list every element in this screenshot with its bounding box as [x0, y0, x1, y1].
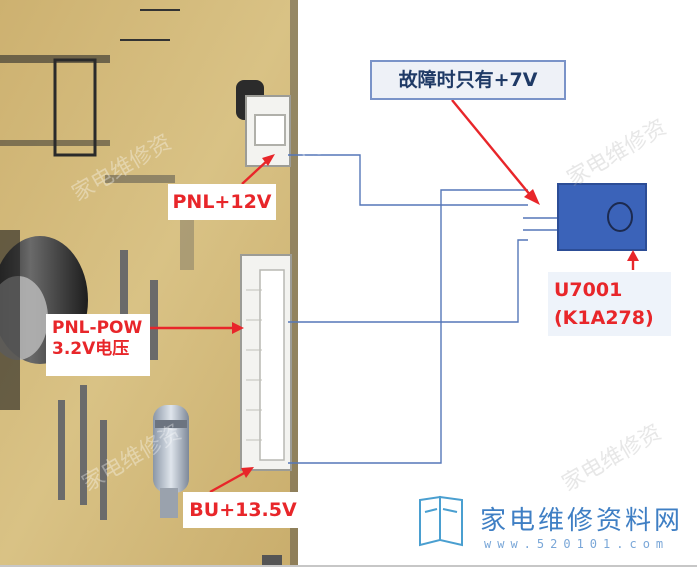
- pnl12-arrow-head: [262, 154, 275, 166]
- callout-pnl-12v: PNL+12V: [168, 184, 276, 220]
- callout-pnl-pow-line2: 3.2V电压: [52, 339, 130, 360]
- fault-arrow-line: [451, 99, 532, 197]
- pcb-photo: [0, 0, 298, 566]
- pointer-arrows: [150, 99, 639, 494]
- pnlpow-arrow-head: [232, 322, 244, 334]
- book-logo-icon: [419, 495, 463, 547]
- ic-u7001: [557, 183, 647, 251]
- callout-pnl-pow-line1: PNL-POW: [52, 318, 143, 338]
- pnl12-arrow-line: [241, 159, 269, 185]
- site-watermark-url: www.520101.com: [484, 537, 670, 551]
- callout-pnl-pow: PNL-POW 3.2V电压: [46, 314, 150, 376]
- ic-label-name: U7001: [554, 279, 623, 301]
- fault-arrow-head: [524, 189, 540, 205]
- site-watermark-name: 家电维修资料网: [480, 506, 684, 536]
- signal-wires: [288, 154, 560, 464]
- callout-bu-13v5: BU+13.5V: [183, 492, 303, 528]
- bu-arrow-head: [241, 467, 254, 478]
- ic-label-part: (K1A278): [554, 307, 654, 329]
- ic-arrow-head: [627, 250, 639, 261]
- wire-pnl-12v: [288, 154, 528, 206]
- ic-label: U7001 (K1A278): [548, 272, 671, 336]
- fault-note-box: 故障时只有+7V: [370, 60, 566, 100]
- bu-arrow-line: [209, 470, 247, 494]
- wire-bu-13v5: [288, 189, 528, 464]
- wire-pnl-pow: [288, 239, 528, 323]
